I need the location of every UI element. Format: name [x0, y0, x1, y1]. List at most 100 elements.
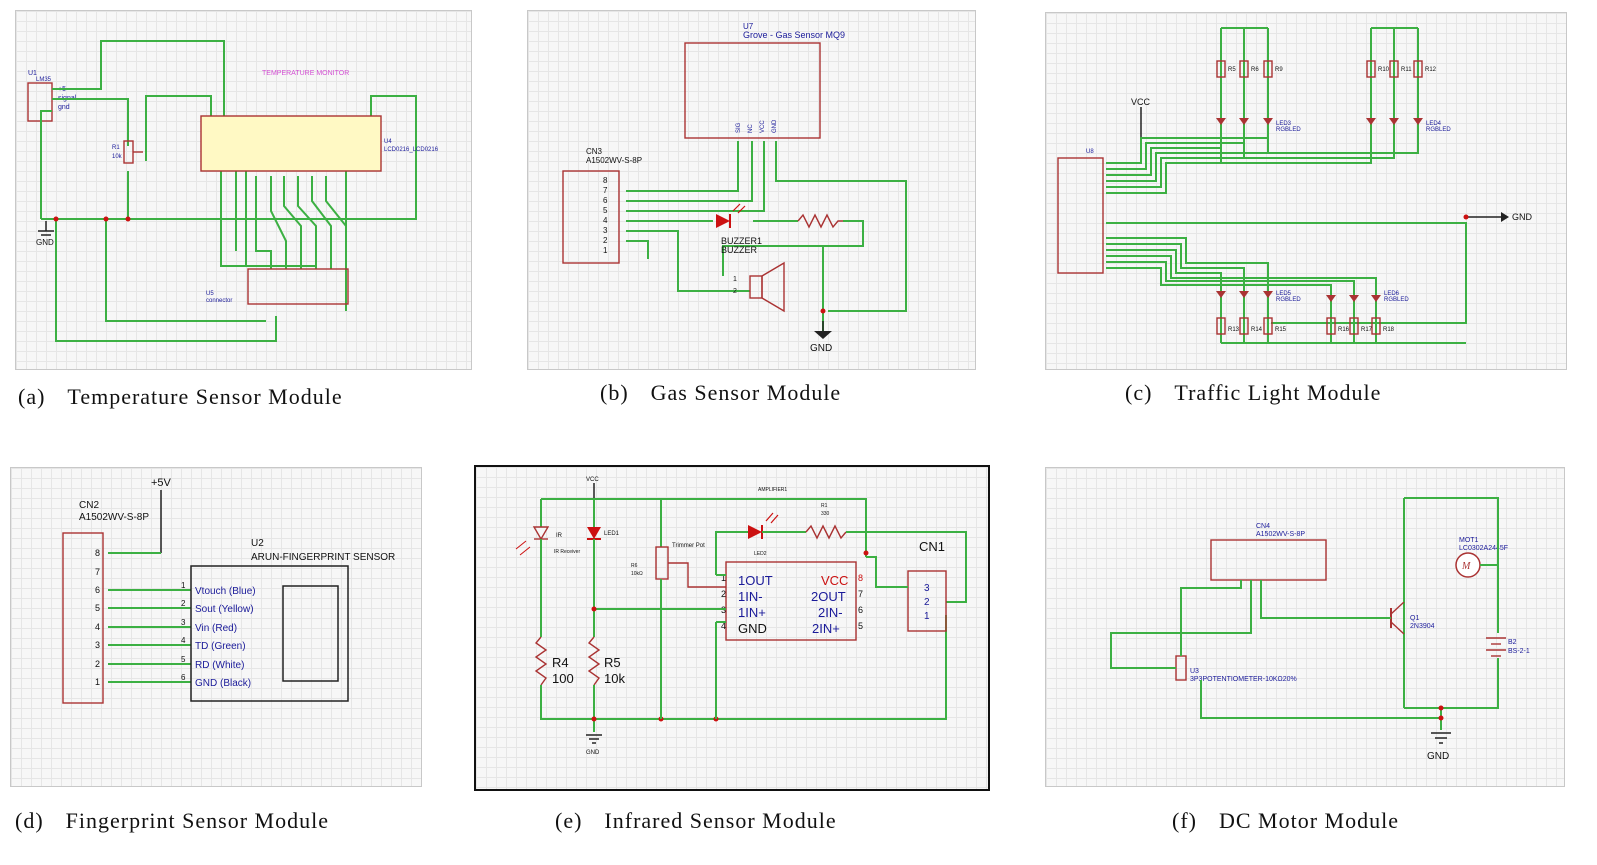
caption-e-label: (e) — [555, 808, 583, 833]
caption-c-title: Traffic Light Module — [1174, 380, 1382, 405]
u7-pin-gnd: GND — [772, 119, 778, 133]
u7-ref: U7 — [743, 22, 754, 31]
u5-connector — [247, 268, 349, 305]
ic-rpin-5: 5 — [858, 621, 863, 631]
resistor — [797, 213, 843, 229]
gnd-label: GND — [1427, 751, 1449, 762]
caption-b-title: Gas Sensor Module — [650, 380, 842, 405]
cn1-pin-1: 1 — [924, 611, 930, 622]
vcc-top-label: VCC — [586, 477, 599, 483]
u7-pin-nc: NC — [748, 124, 754, 133]
res-r14: R14 — [1251, 327, 1263, 333]
ic-lpin-2: 2 — [721, 589, 726, 599]
led2-diode — [748, 525, 762, 539]
cn3-pin-6: 6 — [603, 196, 608, 205]
u8-controller — [1057, 157, 1104, 274]
cn1-pin-3: 3 — [924, 583, 930, 594]
u7-pin-vcc: VCC — [760, 120, 766, 133]
res-r6: R6 — [1251, 67, 1259, 73]
top-light-bank-2 — [1366, 27, 1423, 148]
caption-d-label: (d) — [15, 808, 44, 833]
res-r18: R18 — [1383, 327, 1395, 333]
motor-symbol: M — [1461, 561, 1471, 572]
lcd-ref: U4 — [384, 139, 392, 145]
cn3-pin-3: 3 — [603, 226, 608, 235]
lcd-display — [200, 115, 382, 172]
cn2-part: A1502WV-S-8P — [79, 512, 149, 523]
svg-text:IR: IR — [556, 533, 563, 539]
cn3-pin-7: 7 — [603, 186, 608, 195]
led3-part: RGBLED — [1276, 127, 1301, 133]
u7-gas-sensor — [684, 42, 821, 139]
schematic-infrared: VCC IR IR Receiver LED1 R4 100 R5 10k GN… — [515, 477, 967, 756]
res-r10: R10 — [1378, 67, 1390, 73]
ic-lpin-1: 1 — [721, 573, 726, 583]
cn4-connector — [1210, 539, 1327, 581]
sensor-window — [282, 585, 339, 682]
r6-label: R6 — [631, 563, 638, 569]
caption-e: (e) Infrared Sensor Module — [555, 808, 837, 834]
cn2-pin-7: 7 — [95, 567, 100, 577]
caption-c-label: (c) — [1125, 380, 1153, 405]
schematic-dc-motor: CN4 A1502WV-S-8P M MOT1 LC0302A2445F B2 … — [1110, 497, 1530, 762]
cn3-connector — [562, 170, 620, 264]
u7-part: Grove - Gas Sensor MQ9 — [743, 30, 845, 40]
led2-label: LED2 — [754, 551, 767, 557]
cn3-pin-1: 1 — [603, 246, 608, 255]
r5-value: 10k — [604, 671, 625, 686]
r5-resistor — [587, 636, 601, 686]
buzzer-ref: BUZZER1 — [721, 236, 762, 246]
cn2-pin-4: 4 — [95, 622, 100, 632]
cn2-pin-8: 8 — [95, 548, 100, 558]
u1-pin-3: gnd — [58, 104, 70, 111]
caption-f: (f)DC Motor Module — [1172, 808, 1399, 834]
amplifier-label: AMPLIFIER1 — [758, 487, 787, 493]
res-r12: R12 — [1425, 67, 1437, 73]
motor-part: LC0302A2445F — [1459, 545, 1508, 552]
caption-e-title: Infrared Sensor Module — [604, 808, 837, 833]
gnd-label: GND — [810, 343, 832, 354]
lcd-part: LCD0216_LCD0216 — [384, 147, 439, 153]
u2-part: ARUN-FINGERPRINT SENSOR — [251, 552, 395, 563]
caption-d-title: Fingerprint Sensor Module — [65, 808, 329, 833]
led4-ref: LED4 — [1426, 121, 1442, 127]
u2-ref: U2 — [251, 538, 264, 549]
panel-fingerprint-sensor: +5V CN2 A1502WV-S-8P 8 7 6 5 4 3 2 1 U2 … — [10, 467, 422, 787]
schematic-traffic: R5 R6 R9 R10 R11 R12 LED3 RGBLED LED4 RG… — [1057, 27, 1533, 344]
ic-rpin-7: 7 — [858, 589, 863, 599]
power-label: +5V — [151, 477, 172, 489]
top-light-bank-1 — [1216, 27, 1273, 163]
cn3-part: A1502WV-S-8P — [586, 156, 642, 165]
trimmer-pot — [655, 546, 669, 580]
ic-pin-2in-neg: 2IN- — [818, 605, 843, 620]
ic-pin-1in-pos: 1IN+ — [738, 605, 766, 620]
ic-pin-1in-neg: 1IN- — [738, 589, 763, 604]
cn2-ref: CN2 — [79, 500, 99, 511]
cn2-connector — [62, 532, 104, 704]
gnd-label: GND — [586, 750, 600, 756]
buzzer-pin-1: 1 — [733, 276, 737, 283]
led1-label: LED1 — [604, 531, 620, 537]
q1-ref: Q1 — [1410, 615, 1419, 622]
caption-f-label: (f) — [1172, 808, 1197, 833]
gnd-label: GND — [1512, 212, 1533, 222]
rc-resistor — [805, 524, 847, 540]
res-r11: R11 — [1401, 67, 1412, 73]
cn4-ref: CN4 — [1256, 523, 1270, 530]
led4-part: RGBLED — [1426, 127, 1451, 133]
ic-rpin-6: 6 — [858, 605, 863, 615]
caption-a-label: (a) — [18, 384, 46, 409]
led-diode — [716, 214, 730, 228]
ic-rpin-8: 8 — [858, 573, 863, 583]
r6-value: 10kΩ — [631, 571, 643, 577]
r4-resistor — [534, 636, 548, 686]
cn1-label: CN1 — [919, 539, 945, 554]
ic-pin-vcc: VCC — [821, 573, 848, 588]
buzzer-pin-2: 2 — [733, 288, 737, 295]
u3-part: 3P3POTENTIOMETER-10KΩ20% — [1190, 676, 1297, 683]
u2-pin-td: TD (Green) — [195, 641, 246, 652]
u2-pin-rd: RD (White) — [195, 660, 244, 671]
rc-value: 330 — [821, 511, 830, 517]
u2-pin-num-6: 6 — [181, 673, 186, 682]
u2-pin-gnd: GND (Black) — [195, 678, 251, 689]
